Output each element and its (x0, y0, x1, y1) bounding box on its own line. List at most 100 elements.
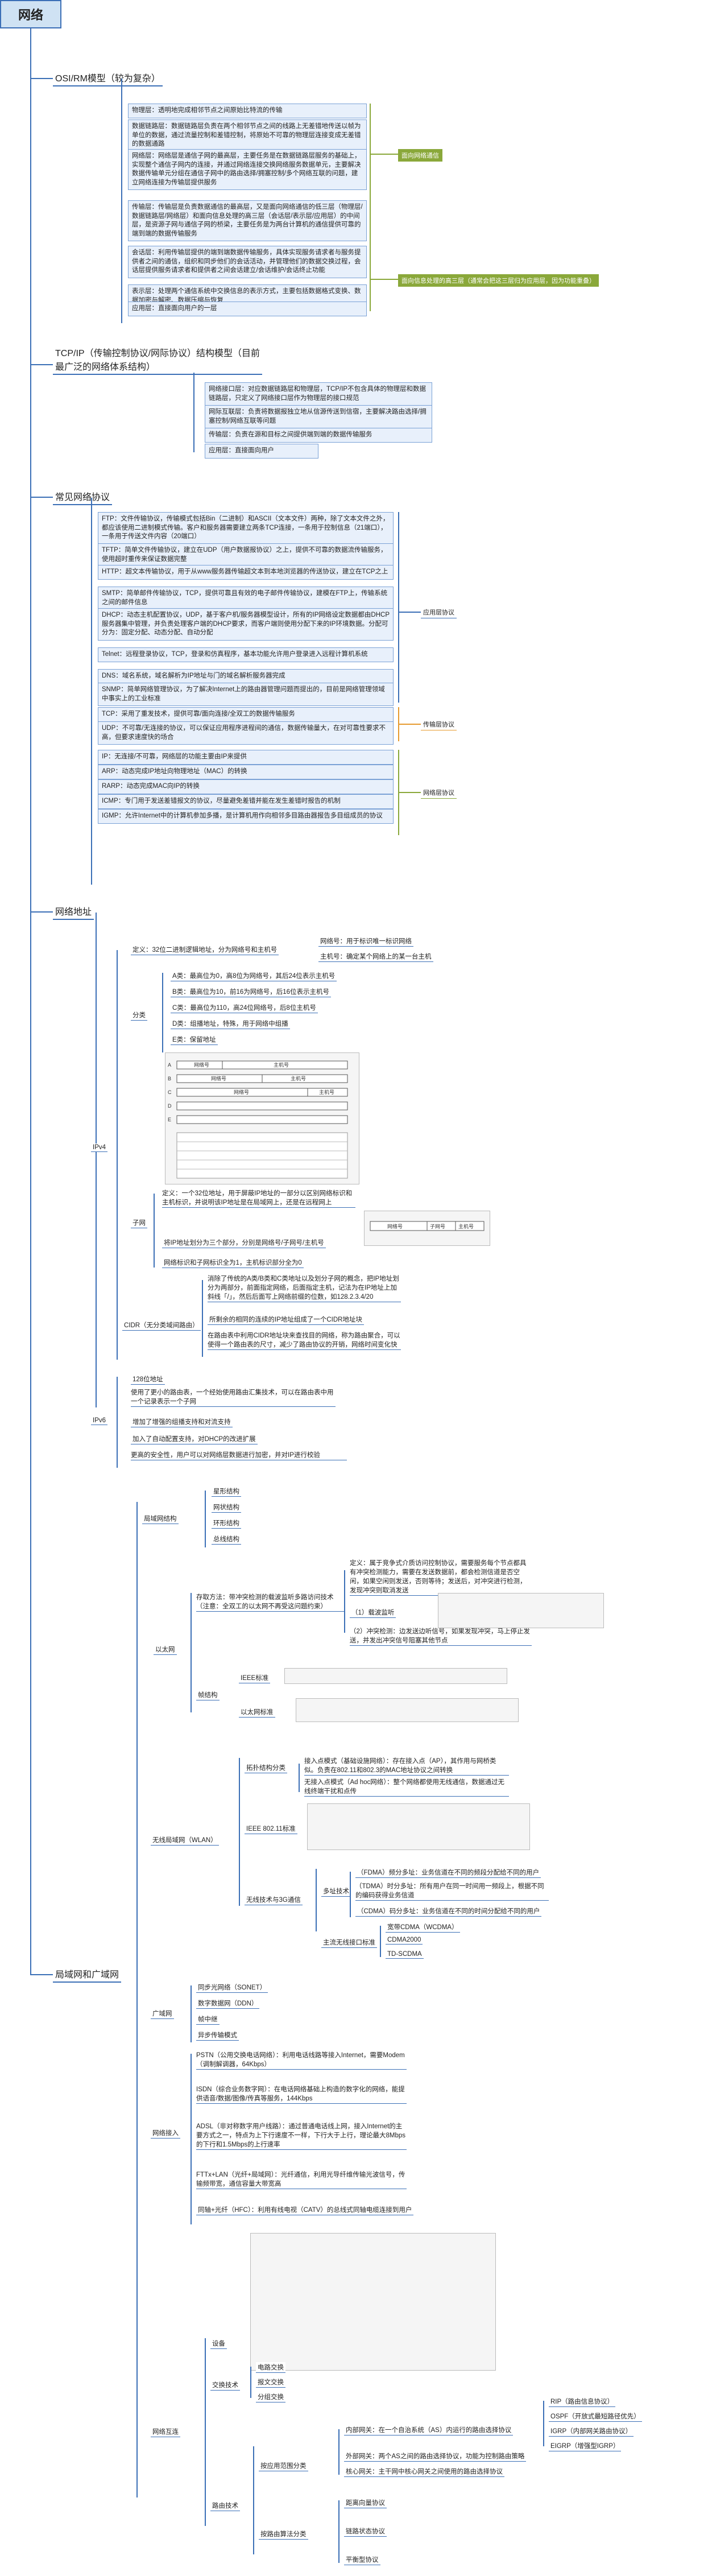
wan-sonet[interactable]: 同步光网络（SONET） (196, 1982, 268, 1993)
tcpip-layer-2[interactable]: 网际互联层：负责将数据报独立地从信源传送到信宿，主要解决路由选择/拥塞控制/网络… (205, 405, 432, 429)
wan-ddn[interactable]: 数字数据网（DDN） (196, 1998, 260, 2009)
wcdma[interactable]: 宽带CDMA（WCDMA） (386, 1922, 460, 1933)
ipv6-item-3[interactable]: 增加了增强的组播支持和对流支持 (131, 1417, 233, 1427)
acc-adsl[interactable]: ADSL（非对称数字用户线路）：通过普通电话线上网，接入Internet的主要方… (196, 2122, 407, 2150)
osi-layer-2[interactable]: 数据链路层：数据链路层负责在两个相邻节点之间的线路上无差错地传送以帧为单位的数据… (128, 119, 367, 152)
proto-dns[interactable]: DNS：域名系统，域名解析为IP地址与门的域名解析服务器完成 (98, 669, 394, 684)
wlan-arch[interactable]: 拓扑结构分类 (245, 1762, 287, 1773)
subnet-a[interactable]: 将IP地址划分为三个部分，分别是网络号/子网号/主机号 (162, 1237, 326, 1248)
ipv4-def[interactable]: 定义：32位二进制逻辑地址，分为网络号和主机号 (131, 944, 279, 955)
proto-smtp[interactable]: SMTP：简单邮件传输协议，TCP，提供可靠且有效的电子邮件传输协议，建模在FT… (98, 587, 394, 610)
proto-tcp[interactable]: TCP：采用了重发技术，提供可靠/面向连接/全双工的数据传输服务 (98, 707, 394, 722)
root-node[interactable]: 网络 (0, 0, 61, 28)
proto-tftp[interactable]: TFTP：简单文件传输协议，建立在UDP（用户数据报协议）之上，提供不可靠的数据… (98, 543, 394, 567)
cidr-b[interactable]: 所剩余的相同的连续的IP地址组成了一个CIDR地址块 (208, 1314, 364, 1325)
igp-ospf[interactable]: OSPF（开放式最短路径优先） (549, 2411, 642, 2422)
igp-eigrp[interactable]: EIGRP（增强型IGRP） (549, 2441, 622, 2451)
class-a[interactable]: A类：最高位为0，高8位为网络号，其后24位表示主机号 (171, 971, 337, 981)
topo-bus[interactable]: 总线结构 (212, 1534, 241, 1545)
tdma[interactable]: （TDMA）时分多址：所有用户在同一时间用一频段上，根据不同的编码获得业务信道 (355, 1882, 549, 1901)
wlan-ieee[interactable]: IEEE 802.11标准 (245, 1823, 297, 1834)
osi-title[interactable]: OSI/RM模型（较为复杂） (53, 69, 163, 86)
multiplex-label[interactable]: 多址技术 (321, 1886, 351, 1897)
ethernet-label[interactable]: 以太网 (154, 1644, 177, 1655)
cdma2000[interactable]: CDMA2000 (386, 1936, 423, 1945)
algo-distance-vector[interactable]: 距离向量协议 (344, 2497, 387, 2508)
ipv4-def-host[interactable]: 主机号：确定某个网络上的某一台主机 (318, 951, 433, 962)
acc-fttx[interactable]: FTTx+LAN（光纤+局域网）：光纤通信，利用光导纤维传输光波信号，传输频带宽… (196, 2170, 407, 2190)
proto-udp[interactable]: UDP：不可靠/无连接的协议，可以保证应用程序进程间的通信，数据传输量大，在对可… (98, 721, 394, 745)
switch-circuit[interactable]: 电路交换 (256, 2362, 285, 2373)
acc-isdn[interactable]: ISDN（综合业务数字网）：在电话网络基础上构造的数字化的网络，能提供语音/数据… (196, 2085, 407, 2104)
cdma[interactable]: （CDMA）码分多址：业务信道在不同的时间分配给不同的用户 (355, 1906, 542, 1917)
ipv6-item-1[interactable]: 128位地址 (131, 1374, 165, 1385)
wlan-label[interactable]: 无线局域网（WLAN） (151, 1835, 219, 1846)
mainstream-label[interactable]: 主流无线接口标准 (321, 1937, 377, 1948)
lan-topology[interactable]: 局域网结构 (142, 1513, 179, 1524)
tcpip-layer-4[interactable]: 应用层：直接面向用户 (205, 444, 318, 459)
ipv6-item-5[interactable]: 更高的安全性，用户可以对网络层数据进行加密，并对IP进行校验 (131, 1451, 347, 1461)
scope-exterior[interactable]: 外部网关：两个AS之间的路由选择协议，功能为控制路由策略 (344, 2451, 527, 2462)
wlan-3g[interactable]: 无线技术与3G通信 (245, 1894, 303, 1905)
algo-link-state[interactable]: 链路状态协议 (344, 2526, 387, 2537)
wan-atm[interactable]: 异步传输模式 (196, 2030, 239, 2041)
proto-ip[interactable]: IP：无连接/不可靠，网络层的功能主要由IP来提供 (98, 750, 394, 765)
proto-icmp[interactable]: ICMP：专门用于发送差错报文的协议，尽量避免差错并能在发生差错时报告的机制 (98, 794, 394, 809)
proto-telnet[interactable]: Telnet：远程登录协议，TCP，登录和仿真程序，基本功能允许用户登录进入远程… (98, 647, 394, 662)
switch-message[interactable]: 报文交换 (256, 2377, 285, 2388)
acc-hfc[interactable]: 同轴+光纤（HFC）：利用有线电视（CATV）的总线式同轴电缆连接到用户 (196, 2205, 414, 2215)
ether-std-label[interactable]: 以太网标准 (239, 1707, 275, 1718)
wlan-ap-mode[interactable]: 接入点模式（基础设施网络）：存在接入点（AP），其作用与网桥类似。负责在802.… (304, 1757, 509, 1776)
osi-layer-5[interactable]: 会话层：利用传输层提供的端到端数据传输服务，具体实现服务请求者与服务提供者之间的… (128, 246, 367, 278)
ethernet-access[interactable]: 存取方法：带冲突检测的载波监听多路访问技术（注意：全双工的以太网不再受这问题约束… (196, 1593, 344, 1612)
topo-ring[interactable]: 环形结构 (212, 1518, 241, 1529)
class-c[interactable]: C类：最高位为110，高24位网络号，后8位主机号 (171, 1002, 318, 1013)
osi-layer-4[interactable]: 传输层：传输层是负责数据通信的最高层，又是面向网络通信的低三层（物理层/数据链路… (128, 200, 367, 242)
tcpip-title[interactable]: TCP/IP（传输控制协议/网际协议）结构模型（目前最广泛的网络体系结构） (53, 344, 262, 375)
topo-mesh[interactable]: 网状结构 (212, 1502, 241, 1513)
class-e[interactable]: E类：保留地址 (171, 1034, 218, 1045)
ipv6-item-4[interactable]: 加入了自动配置支持，对DHCP的改进扩展 (131, 1434, 258, 1444)
routing-label[interactable]: 路由技术 (210, 2500, 240, 2511)
ipv6-label[interactable]: IPv6 (91, 1417, 108, 1425)
routing-algo[interactable]: 按路由算法分类 (259, 2529, 308, 2540)
topo-star[interactable]: 星形结构 (212, 1486, 241, 1497)
scope-interior[interactable]: 内部网关：在一个自治系统（AS）内运行的路由选择协议 (344, 2425, 514, 2435)
proto-ftp[interactable]: FTP：文件传输协议，传输模式包括Bin（二进制）和ASCII（文本文件）两种，… (98, 512, 394, 544)
subnet-def[interactable]: 定义：一个32位地址，用于屏蔽IP地址的一部分以区别网络标识和主机标识，并说明该… (162, 1189, 355, 1208)
osi-layer-3[interactable]: 网络层：网络层是通信子网的最高层，主要任务是在数据链路层服务的基础上，实现整个通… (128, 149, 367, 191)
proto-igmp[interactable]: IGMP：允许Internet中的计算机参加多播，是计算机用作向相邻多目路由器报… (98, 809, 394, 824)
netaccess-label[interactable]: 网络接入 (151, 2128, 180, 2139)
tcpip-layer-3[interactable]: 传输层：负责在源和目标之间提供端到端的数据传输服务 (205, 428, 432, 443)
ieee-label[interactable]: IEEE标准 (239, 1673, 271, 1683)
proto-dhcp[interactable]: DHCP：动态主机配置协议，UDP，基于客户机/服务器模型设计，所有的IP网络设… (98, 608, 394, 641)
class-d[interactable]: D类：组播地址，特殊，用于网络中组播 (171, 1018, 290, 1029)
wan-frame-relay[interactable]: 帧中继 (196, 2014, 220, 2025)
device-label[interactable]: 设备 (210, 2338, 227, 2349)
proto-http[interactable]: HTTP：超文本传输协议，用于从www服务器传输超文本到本地浏览器的传送协议，建… (98, 565, 394, 580)
lan-title[interactable]: 局域网和广域网 (53, 1966, 122, 1983)
ipv6-item-2[interactable]: 使用了更小的路由表，一个经始使用路由汇集技术，可以在路由表中用一个记录表示一个子… (131, 1388, 336, 1407)
csma-detect[interactable]: （2）冲突检测：边发送边听信号，如果发现冲突，马上停止发送，并发出冲突信号阻塞其… (350, 1627, 532, 1646)
osi-layer-7[interactable]: 应用层：直接面向用户的一层 (128, 302, 367, 316)
proto-snmp[interactable]: SNMP：简单网络管理协议，为了解决Internet上的路由器管理问题而提出的，… (98, 683, 394, 707)
addr-title[interactable]: 网络地址 (53, 903, 94, 920)
switch-label[interactable]: 交换技术 (210, 2380, 240, 2391)
ipv4-label[interactable]: IPv4 (91, 1143, 108, 1152)
scope-core[interactable]: 核心网关：主干网中核心网关之间使用的路由选择协议 (344, 2466, 504, 2477)
igp-rip[interactable]: RIP（路由信息协议） (549, 2396, 616, 2407)
csma-listen[interactable]: （1）载波监听 (350, 1607, 396, 1618)
fdma[interactable]: （FDMA）频分多址：业务信道在不同的频段分配给不同的用户 (355, 1867, 541, 1878)
acc-pstn[interactable]: PSTN（公用交换电话网络）：利用电话线路等接入Internet，需要Modem… (196, 2051, 407, 2070)
csma-def[interactable]: 定义：属于竞争式介质访问控制协议，需要服务每个节点都具有冲突检测能力，需要在发送… (350, 1559, 532, 1596)
td-scdma[interactable]: TD-SCDMA (386, 1950, 424, 1959)
proto-arp[interactable]: ARP：动态完成IP地址向物理地址（MAC）的转换 (98, 765, 394, 779)
cidr-a[interactable]: 消除了传统的A类/B类和C类地址以及划分子网的概念，把IP地址划分为两部分，前面… (208, 1274, 401, 1303)
tcpip-layer-1[interactable]: 网络接口层：对应数据链路层和物理层，TCP/IP不包含具体的物理层和数据链路层，… (205, 382, 432, 406)
frame-label[interactable]: 帧结构 (196, 1690, 220, 1700)
igp-igrp[interactable]: IGRP（内部网关路由协议） (549, 2426, 634, 2437)
ipv4-def-net[interactable]: 网络号：用于标识唯一标识网络 (318, 936, 413, 947)
cidr-label[interactable]: CIDR（无分类域间路由） (122, 1320, 201, 1331)
subnet-b[interactable]: 网络标识和子网标识全为1，主机标识部分全为0 (162, 1257, 304, 1268)
proto-rarp[interactable]: RARP：动态完成MAC向IP的转换 (98, 779, 394, 794)
